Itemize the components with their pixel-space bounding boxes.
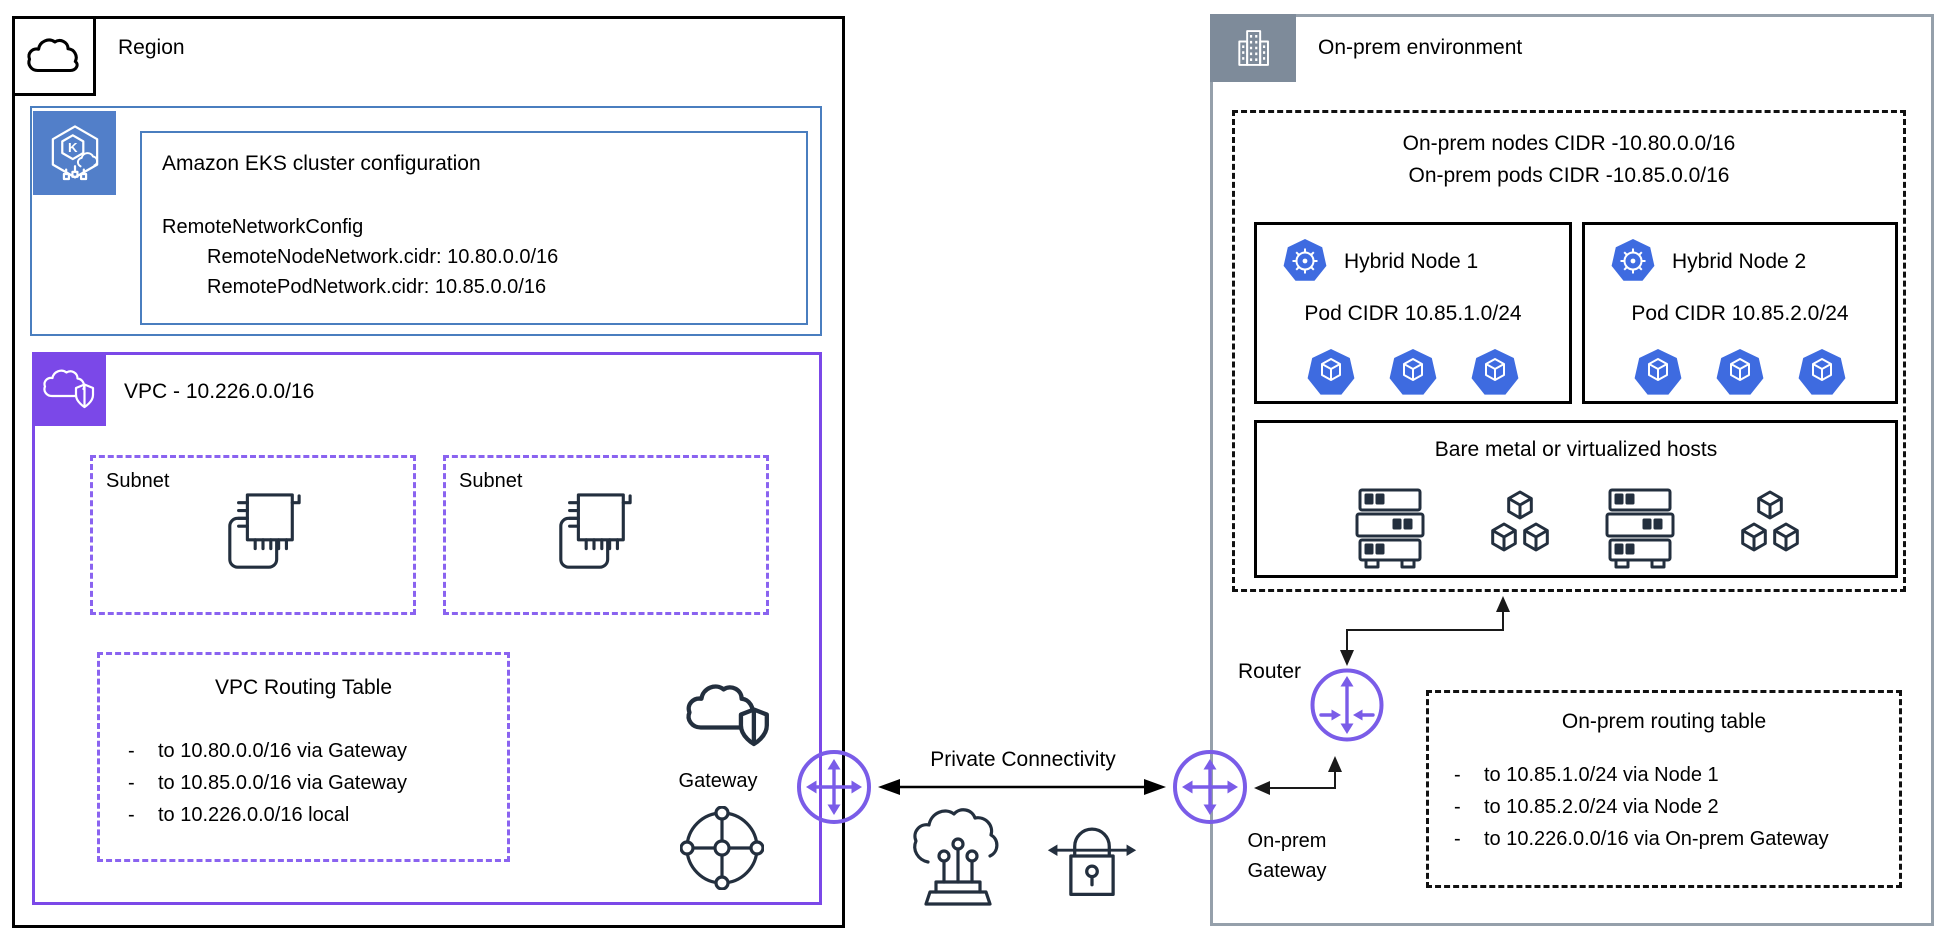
kubernetes-node-icon xyxy=(1610,238,1656,284)
instance-chip-icon-1 xyxy=(222,488,304,576)
cloud-shield-icon xyxy=(682,672,774,760)
direct-connect-icon xyxy=(906,798,1010,910)
vpc-gateway-circle-icon xyxy=(794,747,874,827)
route-text: to 10.226.0.0/16 local xyxy=(158,804,350,826)
pod-icon xyxy=(1715,346,1765,400)
route-item: - to 10.80.0.0/16 via Gateway xyxy=(128,740,407,763)
route-bullet: - xyxy=(1454,796,1461,818)
onprem-gateway-label-line2: Gateway xyxy=(1247,860,1327,882)
region-icon-box xyxy=(12,16,96,96)
onprem-nodes-cidr: On-prem nodes CIDR -10.80.0.0/16 xyxy=(1402,132,1736,155)
vpc-routes: - to 10.80.0.0/16 via Gateway - to 10.85… xyxy=(128,740,407,836)
onprem-label: On-prem environment xyxy=(1318,36,1523,59)
route-item: - to 10.85.2.0/24 via Node 2 xyxy=(1454,796,1829,819)
router-label: Router xyxy=(1238,660,1302,683)
route-text: to 10.226.0.0/16 via On-prem Gateway xyxy=(1484,828,1829,850)
eks-pod-network-cidr: RemotePodNetwork.cidr: 10.85.0.0/16 xyxy=(207,276,547,298)
region-box xyxy=(12,16,845,928)
route-item: - to 10.85.1.0/24 via Node 1 xyxy=(1454,764,1829,787)
onprem-box xyxy=(1210,14,1934,926)
vpc-routing-table-title: VPC Routing Table xyxy=(214,676,393,699)
pod-icon xyxy=(1388,346,1438,400)
subnet-2 xyxy=(443,455,769,615)
hosts-label: Bare metal or virtualized hosts xyxy=(1434,438,1718,461)
route-bullet: - xyxy=(128,772,135,794)
onprem-gateway-label: On-prem Gateway xyxy=(1222,826,1352,886)
region-label: Region xyxy=(118,36,185,59)
hybrid-node-1-pod-cidr: Pod CIDR 10.85.1.0/24 xyxy=(1304,302,1522,325)
onprem-nodes-box xyxy=(1232,110,1906,592)
onprem-gateway-label-line1: On-prem xyxy=(1247,830,1327,852)
vpc-icon xyxy=(32,352,106,426)
eks-config-title: Amazon EKS cluster configuration xyxy=(162,152,481,175)
vpc-label: VPC - 10.226.0.0/16 xyxy=(124,380,315,403)
route-item: - to 10.226.0.0/16 via On-prem Gateway xyxy=(1454,828,1829,851)
pod-icon xyxy=(1306,346,1356,400)
onprem-routing-table xyxy=(1426,690,1902,888)
hybrid-node-1-box xyxy=(1254,222,1572,404)
svg-text:K: K xyxy=(67,140,77,155)
onprem-icon xyxy=(1210,14,1296,82)
route-bullet: - xyxy=(128,740,135,762)
eks-icon: K xyxy=(33,111,116,195)
subnet-1-label: Subnet xyxy=(106,470,170,492)
hybrid-node-2-box xyxy=(1582,222,1898,404)
server-rack-icon xyxy=(1602,486,1678,570)
pod-icon xyxy=(1797,346,1847,400)
onprem-pods-cidr: On-prem pods CIDR -10.85.0.0/16 xyxy=(1408,164,1730,187)
route-bullet: - xyxy=(1454,764,1461,786)
server-rack-icon xyxy=(1352,486,1428,570)
route-text: to 10.80.0.0/16 via Gateway xyxy=(158,740,408,762)
cloud-region-icon xyxy=(25,34,83,78)
vpn-lock-icon xyxy=(1044,808,1140,904)
route-text: to 10.85.0.0/16 via Gateway xyxy=(158,772,408,794)
router-icon xyxy=(1308,666,1386,744)
hosts-box xyxy=(1254,420,1898,578)
hybrid-node-2-title: Hybrid Node 2 xyxy=(1672,250,1807,273)
route-text: to 10.85.2.0/24 via Node 2 xyxy=(1484,796,1719,818)
route-item: - to 10.226.0.0/16 local xyxy=(128,804,407,827)
instance-chip-icon-2 xyxy=(553,488,635,576)
vpc-box xyxy=(32,352,822,905)
hybrid-node-1-title: Hybrid Node 1 xyxy=(1344,250,1479,273)
subnet-2-label: Subnet xyxy=(459,470,523,492)
onprem-gateway-circle-icon xyxy=(1170,747,1250,827)
cubes-icon xyxy=(1480,484,1560,570)
eks-outer-box xyxy=(30,106,822,336)
private-connectivity-label: Private Connectivity xyxy=(930,748,1116,771)
route-bullet: - xyxy=(1454,828,1461,850)
vpc-routing-table xyxy=(97,652,510,862)
eks-node-network-cidr: RemoteNodeNetwork.cidr: 10.80.0.0/16 xyxy=(207,246,559,268)
cubes-icon xyxy=(1730,484,1810,570)
eks-config-box xyxy=(140,131,808,325)
onprem-routing-table-title: On-prem routing table xyxy=(1561,710,1767,733)
pod-icon xyxy=(1633,346,1683,400)
route-text: to 10.85.1.0/24 via Node 1 xyxy=(1484,764,1719,786)
subnet-1 xyxy=(90,455,416,615)
route-bullet: - xyxy=(128,804,135,826)
eks-config-name: RemoteNetworkConfig xyxy=(162,216,364,238)
hybrid-node-2-pod-cidr: Pod CIDR 10.85.2.0/24 xyxy=(1631,302,1849,325)
onprem-routes: - to 10.85.1.0/24 via Node 1 - to 10.85.… xyxy=(1454,764,1829,860)
transit-gateway-icon xyxy=(680,806,764,890)
gateway-label: Gateway xyxy=(678,770,758,792)
kubernetes-node-icon xyxy=(1282,238,1328,284)
pod-icon xyxy=(1470,346,1520,400)
route-item: - to 10.85.0.0/16 via Gateway xyxy=(128,772,407,795)
